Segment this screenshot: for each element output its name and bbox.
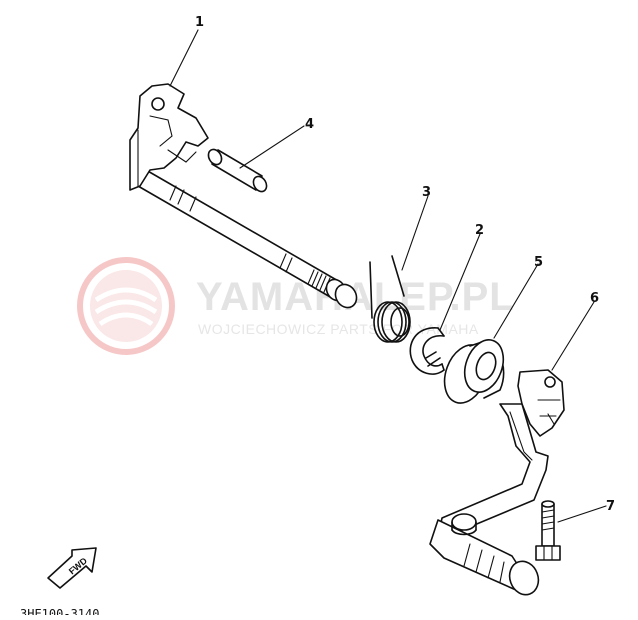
yamaha-logo-watermark [77, 257, 175, 355]
leader-2 [439, 233, 481, 331]
callout-3: 3 [422, 185, 431, 200]
callout-5: 5 [534, 255, 543, 270]
callout-2: 2 [475, 223, 484, 238]
watermark-subtitle: WOJCIECHOWICZ PARTS FOR YAMAHA [198, 321, 479, 337]
leader-7 [557, 505, 607, 523]
callout-1: 1 [195, 15, 204, 30]
part-circlip [409, 327, 445, 375]
leader-6 [551, 301, 595, 371]
leader-5 [493, 263, 539, 339]
leader-3 [401, 195, 429, 271]
part-bolt [535, 500, 561, 561]
callout-4: 4 [305, 117, 314, 132]
fwd-arrow-icon: FWD [47, 547, 97, 589]
diagram-code: 3HE100-3140 [20, 607, 99, 615]
part-pin [207, 148, 268, 193]
part-spring [369, 255, 411, 343]
part-collar [443, 339, 505, 404]
callouts: 1 2 3 4 5 6 7 [195, 15, 615, 514]
leader-1 [169, 29, 199, 87]
part-shift-pedal [429, 369, 565, 596]
callout-7: 7 [606, 499, 615, 514]
leader-4 [239, 125, 305, 169]
leader-lines [169, 29, 607, 523]
callout-6: 6 [590, 291, 599, 306]
part-shift-shaft [129, 83, 358, 309]
